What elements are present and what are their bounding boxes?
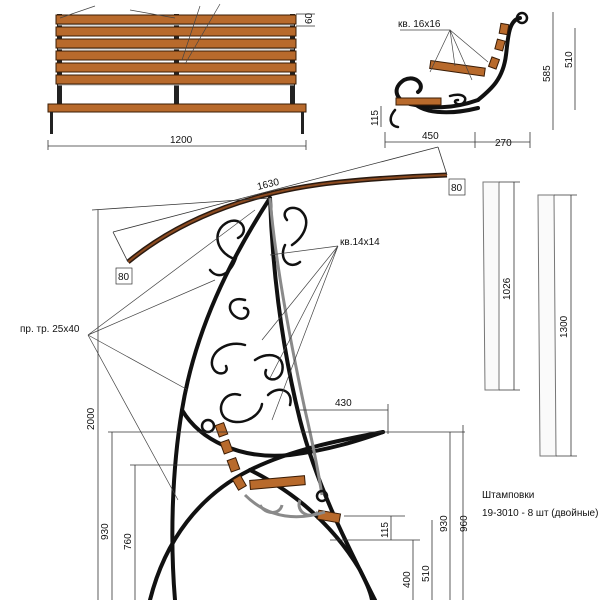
swing-dim-960: 960	[459, 515, 470, 532]
side-back-depth-label: 270	[495, 138, 512, 149]
bar-1026-label: 1026	[502, 277, 513, 300]
bench-width-label: 1200	[170, 135, 193, 146]
side-seat	[429, 59, 486, 77]
swing-frame-leg-right	[268, 196, 377, 600]
swing-dim-930-left: 930	[100, 523, 111, 540]
bar-1300-label: 1300	[559, 315, 570, 338]
note-line-1: Штамповки	[482, 490, 534, 501]
bench-slat-height-label: 60	[304, 12, 315, 24]
swing-arm-label: 430	[335, 398, 352, 409]
swing-dim-930-right: 930	[439, 515, 450, 532]
note-line-2: 19-3010 - 8 шт (двойные)	[482, 508, 598, 519]
bar-1026	[482, 181, 500, 391]
side-depth-label: 450	[422, 131, 439, 142]
roof-length-label: 1630	[256, 177, 281, 193]
bar-1300	[537, 194, 557, 457]
side-overall-height-label: 585	[542, 65, 553, 82]
side-seat-front-edge	[395, 97, 442, 106]
bench-seat-front	[47, 103, 307, 113]
bench-front-view: 60 1200	[47, 3, 315, 150]
swing-seat	[214, 422, 342, 524]
garden-swing: 1630 80 80	[20, 146, 470, 600]
bench-back-slats	[55, 14, 297, 85]
swing-dim-510: 510	[421, 565, 432, 582]
roof-end-left-label: 80	[118, 272, 130, 283]
swing-dim-115: 115	[380, 522, 391, 538]
swing-height-label: 2000	[86, 407, 97, 430]
swing-dim-760: 760	[123, 533, 134, 550]
bench-side-view: кв. 16х16 585 510 115 450 270	[370, 11, 576, 149]
bench-leg-left	[50, 112, 53, 134]
side-back-height-label: 510	[564, 51, 575, 68]
side-scroll-top	[515, 11, 529, 25]
side-back-slats	[487, 22, 510, 70]
swing-frame-leg-left	[170, 196, 272, 600]
bench-leg-right	[301, 112, 304, 134]
roof-end-right-label: 80	[451, 183, 463, 194]
swing-pipe-label: пр. тр. 25х40	[20, 324, 80, 335]
swing-roof	[126, 172, 448, 264]
side-square-label: кв. 16х16	[398, 19, 441, 30]
side-seat-offset-label: 115	[370, 110, 381, 126]
swing-chain	[268, 197, 324, 496]
separate-bars: 1026 1300	[482, 181, 577, 457]
swing-dim-400: 400	[402, 571, 413, 588]
swing-ornament-scrolls	[200, 206, 308, 434]
stamping-note: Штамповки 19-3010 - 8 шт (двойные)	[482, 490, 598, 519]
swing-square-label: кв.14х14	[340, 237, 380, 248]
